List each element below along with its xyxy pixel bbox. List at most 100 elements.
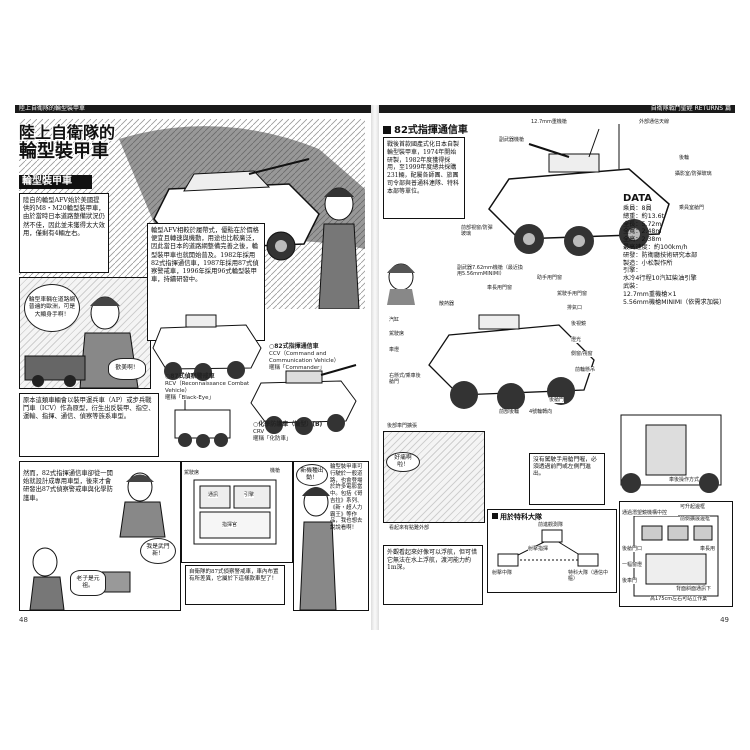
label-periscope: 通過潛望鏡機構中控 xyxy=(622,510,678,516)
data-row: 全長：5.72m xyxy=(623,220,662,228)
right-running-title: 自衛隊戰鬥聖經 RETURNS 篇 xyxy=(650,105,731,112)
net-label-firing-company: 射擊中隊 xyxy=(492,570,513,576)
data-row: 全寬：2.48m xyxy=(623,228,662,236)
net-label-observer: 前進觀測隊 xyxy=(538,522,564,528)
lower-left-panel: 然而，82式指揮通信車卻從一開始就設計成專用車型，後來才會研發出87式偵察警戒車… xyxy=(19,461,181,611)
diagram-label-gun: 機槍 xyxy=(270,468,281,474)
no-driver-hatch-text: 沒有駕駛手用艙門喔，必須透過前門或左側門進出。 xyxy=(533,457,597,478)
soldier-drawing xyxy=(318,187,360,309)
no-driver-hatch-box: 沒有駕駛手用艙門喔，必須透過前門或左側門進出。 xyxy=(529,453,605,505)
label-rear-door: 後艙門 xyxy=(549,397,565,403)
label-hmg: 12.7mm重機槍 xyxy=(531,119,567,125)
label-light: 燈光 xyxy=(571,337,582,343)
label-rear-car-door: 後車門 xyxy=(622,578,638,584)
special-title: 用於特科大隊 xyxy=(492,512,542,522)
vehicle-layout-diagram: 通訊 引擎 駕駛席 機槍 指揮官 xyxy=(181,461,293,563)
data-row: 製造：小松製作所 xyxy=(623,259,673,267)
caption-87: ○87式偵察警戒車 RCV（Reconnaissance Combat Vehi… xyxy=(165,373,250,401)
label-assistant-hatch: 助手用門窗 xyxy=(537,275,563,281)
page-title-line2: 輪型裝甲車 xyxy=(19,141,109,162)
caption-82: ○82式指揮通信車 CCV（Command and Communication … xyxy=(269,343,340,371)
label-back-comm: 背面斜面通訊下 xyxy=(676,586,712,592)
label-wheel4: 4號輪轉向 xyxy=(529,409,553,415)
right-running-header: 自衛隊戰鬥聖經 RETURNS 篇 xyxy=(379,105,735,113)
derivative-text: 原本這類車輛會以裝甲運兵車（AP）或步兵戰鬥車（ICV）作為原型，衍生出反裝甲、… xyxy=(23,397,155,421)
left-page-number: 48 xyxy=(19,616,28,624)
data-row: 總重：約13.6t xyxy=(623,212,664,220)
special-unit-panel: 用於特科大隊 射擊指揮 前進觀測隊 射擊中隊 特科大隊（通信中樞） xyxy=(487,509,617,593)
label-rear-hatch-port: 後艙門口 xyxy=(622,546,643,552)
river-scene-panel: 好痛啊啦！ xyxy=(383,431,485,523)
data-heading: DATA xyxy=(623,193,653,204)
girl-speech-bubble: 新機種出動！ xyxy=(296,464,328,486)
diagram-label-comm: 通訊 xyxy=(208,492,219,498)
diagram-caption-box: 自衛隊的87式偵察警戒車，車內布置有所差異，它屬於下這樣款車型了！ xyxy=(185,565,285,605)
left-running-header: 陸上自衛隊的輪型裝甲車 xyxy=(15,105,371,113)
soldier-panel: 輪型車輛在道路網普遍的歐洲，可是大顯身手啊！ 歡美啊！ xyxy=(19,277,151,389)
page-title-line1: 陸上自衛隊的 xyxy=(19,123,116,142)
book-spine xyxy=(371,105,379,630)
label-camera-room: 攝影室/防彈玻璃 xyxy=(675,171,715,177)
diagram-caption: 自衛隊的87式偵察警戒車，車內布置有所差異，它屬於下這樣款車型了！ xyxy=(189,569,279,582)
bottom-text-box: 外觀看起來好像可以浮航，但可惜它無法在水上浮航，渡河能力約1m深。 xyxy=(383,545,483,605)
book-spread: 陸上自衛隊的輪型裝甲車 xyxy=(15,105,735,630)
intro-text: 陸自的輪型AFV始於美國提供的M8・M20輪型裝甲車，由於當時日本道路整備狀況仍… xyxy=(23,197,105,237)
mid-vehicle-drawing xyxy=(419,295,619,425)
section-subtitle: 輪型裝甲車 xyxy=(19,175,92,189)
label-right-door: 右懸式/乘車後艙門 xyxy=(389,373,423,385)
right-intro-box: 戰後首款國產式化日本自製輪型裝甲車，1974年開始研製，1982年度獲得採用，至… xyxy=(383,137,465,219)
label-side-window: 側窗/視窗 xyxy=(571,351,593,357)
girl-text: 輪型裝甲車可行駛於一般道路，也會登場於許多電影當中。包括《哥吉拉》系列、《新・超… xyxy=(330,464,363,532)
left-running-title: 陸上自衛隊的輪型裝甲車 xyxy=(19,105,86,112)
label-driver-seat: 駕駛席 xyxy=(389,331,405,337)
label-exhaust: 排氣口 xyxy=(567,305,583,311)
interior-view-panel: 可升起邊框 通過潛望鏡機構中控 後艙門口 一幅窗燈 後車門 車長用 背面斜面通訊… xyxy=(619,501,733,607)
right-page-number: 49 xyxy=(720,616,729,624)
diagram-label-engine: 引擎 xyxy=(244,492,255,498)
diagram-label-commander: 指揮官 xyxy=(222,522,238,528)
interior-drawing xyxy=(633,515,719,597)
label-mirror: 後視鏡 xyxy=(571,321,587,327)
vehicle-82-panel xyxy=(151,303,367,453)
cheer-speech-bubble: 歡美啊！ xyxy=(108,358,146,380)
data-row: 全高：2.38m xyxy=(623,236,662,244)
label-standing-height: 高175cm左右可站立作業 xyxy=(650,596,708,602)
label-radiator: 散熱器 xyxy=(439,301,455,307)
left-page: 陸上自衛隊的輪型裝甲車 xyxy=(15,105,371,630)
label-window-light: 一幅窗燈 xyxy=(622,562,643,568)
label-front-rear-wheel: 前部後輪 xyxy=(499,409,520,415)
spec-data-block: DATA 乘員：8員 總重：約13.6t 全長：5.72m 全寬：2.48m 全… xyxy=(623,193,731,306)
girl-panel: 輪型裝甲車可行駛於一般道路，也會登場於許多電影當中。包括《哥吉拉》系列、《新・超… xyxy=(293,461,369,611)
title-block: 陸上自衛隊的 輪型裝甲車 xyxy=(19,123,143,173)
data-row: 武裝： xyxy=(623,282,642,290)
label-front-window: 前部視窗/防彈玻璃 xyxy=(461,225,497,237)
speech-old: 老子是元祖。 xyxy=(70,570,106,596)
label-rear-operation: 車後操作方式 xyxy=(669,477,700,483)
right-intro-text: 戰後首款國產式化日本自製輪型裝甲車，1974年開始研製，1982年度獲得採用，至… xyxy=(387,141,460,195)
pass-speech-bubble: 好痛啊啦！ xyxy=(386,452,420,472)
right-section-title: 82式指揮通信車 xyxy=(383,121,468,136)
label-driver-hatch: 駕駛手用門窗 xyxy=(557,291,588,297)
diagram-label-driver: 駕駛席 xyxy=(184,470,200,476)
title-panel xyxy=(19,119,365,309)
right-page: 自衛隊戰鬥聖經 RETURNS 篇 82式指揮通信車 戰後首款國產式化日本自製輪… xyxy=(379,105,735,630)
caption-nbc: ○化學防護車（輪型）(B) CRV 暱稱「化防車」 xyxy=(253,421,323,442)
helmet-soldier-drawing xyxy=(381,255,421,305)
data-row: 引擎： xyxy=(623,267,642,275)
vehicle-82-detail-drawing xyxy=(469,119,689,269)
intro-text-box: 陸自的輪型AFV始於美國提供的M8・M20輪型裝甲車，由於當時日本道路整備狀況仍… xyxy=(19,193,109,273)
data-row: 最高速度：約100km/h xyxy=(623,243,688,251)
rear-door-drawing xyxy=(611,405,731,495)
girl-soldier-drawing xyxy=(299,487,337,610)
label-front-side-frame: 前側擴展邊框 xyxy=(680,516,711,522)
derivative-text-box: 原本這類車輛會以裝甲運兵車（AP）或步兵戰鬥車（ICV）作為原型，衍生出反裝甲、… xyxy=(19,393,159,457)
data-row: 12.7mm重機槍×1 xyxy=(623,290,677,298)
nbc-vehicle-drawing xyxy=(165,400,245,455)
special-title-icon xyxy=(492,513,498,519)
label-commander-hatch: 車長用門窗 xyxy=(487,285,513,291)
vehicle-82-drawing xyxy=(152,314,357,435)
explanation-text: 輪型AFV相較於履帶式，優點在於價格便宜且轉速與機動，用途也比較廣泛，因此當日本… xyxy=(151,227,259,284)
bottom-text: 外觀看起來好像可以浮航，但可惜它無法在水上浮航，渡河能力約1m深。 xyxy=(387,549,478,572)
net-label-special-battalion: 特科大隊（通信中樞） xyxy=(568,570,612,582)
label-look-outside: 看起來有點難外部 xyxy=(389,525,430,531)
